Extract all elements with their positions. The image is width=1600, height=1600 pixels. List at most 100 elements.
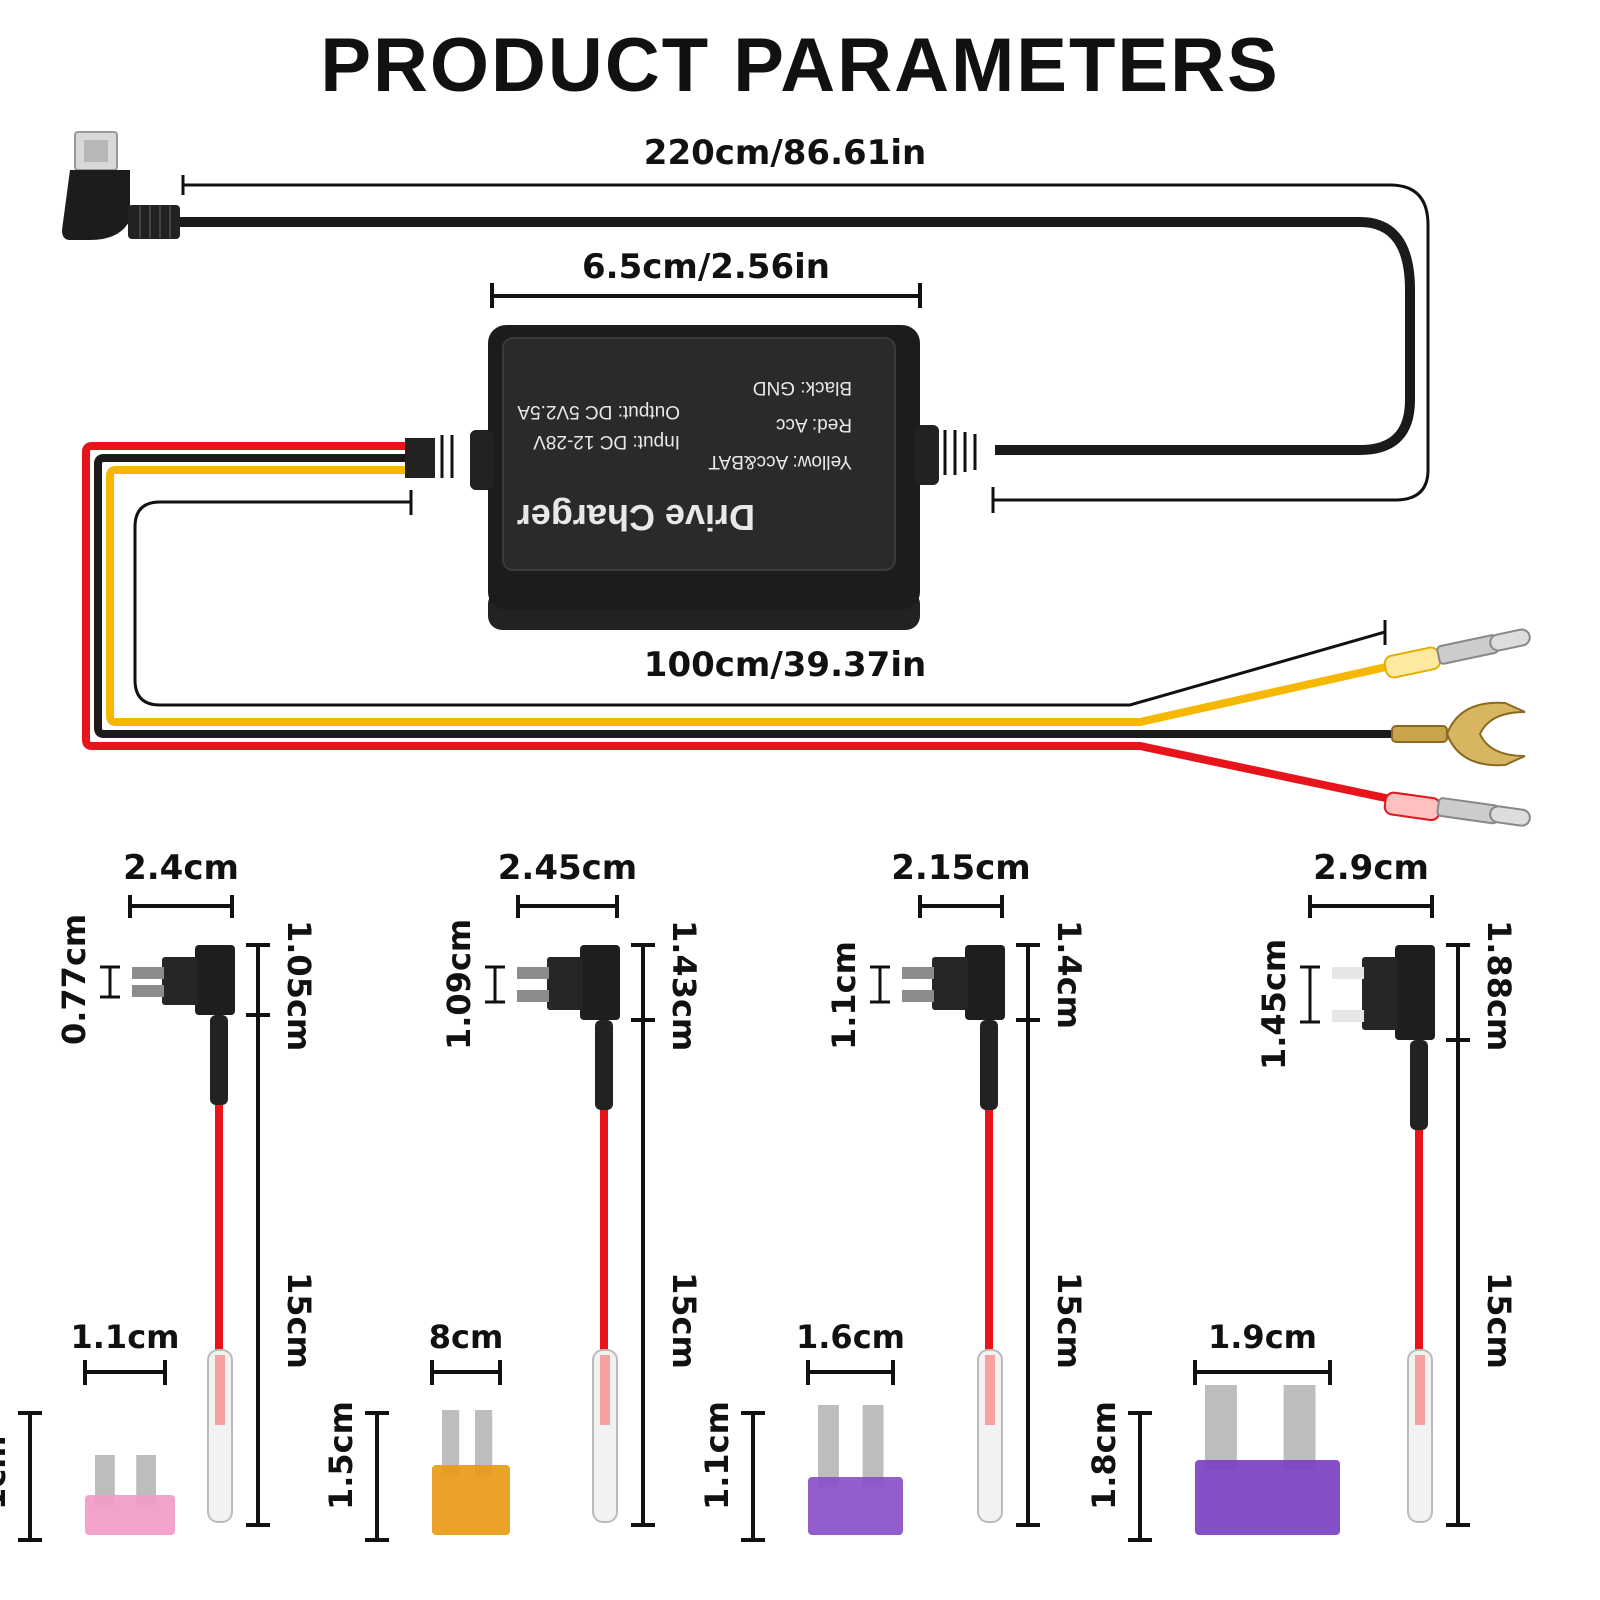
fuse-width-bracket	[1193, 1360, 1332, 1385]
blade-spacing-label: 1.45cm	[1255, 938, 1293, 1070]
fuse-body	[85, 1495, 175, 1535]
charger-label-red: Red: Acc	[776, 414, 852, 435]
tap-height-label: 1.43cm	[665, 920, 703, 1052]
tap-terminal	[1407, 1349, 1433, 1523]
fuse-blade	[136, 1455, 156, 1505]
tap-blade	[902, 990, 934, 1002]
tap-height-bracket	[1016, 943, 1040, 1527]
tap-terminal	[207, 1349, 233, 1523]
tap-height-label: 1.88cm	[1480, 920, 1518, 1052]
tap-body	[965, 945, 1005, 1020]
wire-length-label: 15cm	[1480, 1272, 1518, 1369]
bullet-terminal-red	[1383, 791, 1531, 827]
charger-label-output: Output: DC 5V2.5A	[517, 401, 680, 422]
heat-shrink	[980, 1020, 998, 1110]
tap-height-label: 1.05cm	[280, 920, 318, 1052]
red-wire	[82, 442, 1396, 804]
wire-length-label: 15cm	[280, 1272, 318, 1369]
tap-blade	[132, 967, 164, 979]
fuse-height-bracket	[18, 1411, 42, 1542]
fuse-height-label: 1cm	[0, 1435, 13, 1510]
box-width-bracket	[490, 283, 922, 308]
fuse-blade	[95, 1455, 115, 1505]
box-width-label: 6.5cm/2.56in	[582, 247, 830, 287]
fork-terminal-black	[1391, 701, 1526, 767]
fuse-blade	[442, 1410, 460, 1475]
fuse-width-label: 1.1cm	[70, 1318, 180, 1356]
tap-width-label: 2.9cm	[1313, 848, 1429, 888]
tap-width-bracket	[918, 895, 1004, 918]
tap-width-label: 2.15cm	[891, 848, 1031, 888]
cable-length-label: 220cm/86.61in	[643, 133, 927, 173]
tap-terminal	[977, 1349, 1003, 1523]
tap-blade	[1332, 1010, 1364, 1022]
fuse-body	[432, 1465, 510, 1535]
tap-blade	[517, 990, 549, 1002]
fuse-width-label: 8cm	[428, 1318, 504, 1356]
harness-length-label: 100cm/39.37in	[643, 645, 927, 685]
charger-name: Drive Charger	[517, 497, 755, 538]
fuse-width-label: 1.6cm	[796, 1318, 905, 1356]
blade-spacing-bracket	[485, 965, 505, 1004]
black-wire	[94, 454, 1395, 738]
tap-width-bracket	[516, 895, 619, 918]
micro-usb-connector	[62, 131, 180, 240]
heat-shrink	[210, 1015, 228, 1105]
tap-body	[580, 945, 620, 1020]
tap-body	[195, 945, 235, 1015]
tap-width-bracket	[1308, 895, 1434, 918]
fuse-blade	[818, 1405, 839, 1487]
blade-spacing-label: 1.09cm	[440, 918, 478, 1050]
blade-spacing-bracket	[100, 965, 120, 999]
blade-spacing-label: 0.77cm	[55, 913, 93, 1045]
fuse-width-label: 1.9cm	[1208, 1318, 1317, 1356]
tap-width-bracket	[128, 895, 234, 918]
tap-blade	[517, 967, 549, 979]
fuse-blade	[1283, 1385, 1316, 1470]
fuse-tap-4	[1128, 895, 1470, 1542]
fuse-body	[808, 1477, 903, 1535]
yellow-wire	[106, 466, 1396, 726]
tap-width-label: 2.45cm	[497, 848, 638, 888]
tap-height-bracket	[246, 943, 270, 1527]
wire-length-label: 15cm	[665, 1272, 703, 1369]
fuse-width-bracket	[83, 1360, 167, 1385]
usb-cable	[180, 217, 1415, 455]
blade-spacing-label: 1.1cm	[825, 941, 863, 1050]
fuse-height-bracket	[1128, 1411, 1152, 1542]
bullet-terminal-yellow	[1383, 628, 1531, 679]
fuse-height-bracket	[741, 1411, 765, 1542]
tap-height-bracket	[631, 943, 655, 1527]
fuse-blade	[1205, 1385, 1237, 1470]
fuse-height-label: 1.1cm	[698, 1401, 736, 1510]
fuse-blade	[862, 1405, 884, 1487]
fuse-tap-3	[741, 895, 1040, 1542]
tap-body	[1395, 945, 1435, 1040]
charger-label-input: Input: DC 12-28V	[533, 431, 680, 452]
fuse-tap-2	[365, 895, 655, 1542]
blade-spacing-bracket	[870, 965, 890, 1004]
page-title: PRODUCT PARAMETERS	[320, 23, 1280, 108]
tap-terminal	[592, 1349, 618, 1523]
fuse-height-bracket	[365, 1411, 389, 1542]
cable-length-bracket	[181, 175, 1430, 513]
charger-label-yellow: Yellow: Acc&BAT	[708, 451, 852, 472]
heat-shrink	[1410, 1040, 1428, 1130]
fuse-height-label: 1.5cm	[322, 1401, 360, 1510]
fuse-width-bracket	[430, 1360, 502, 1385]
tap-blade	[1332, 967, 1364, 979]
heat-shrink	[595, 1020, 613, 1110]
tap-height-bracket	[1446, 943, 1470, 1527]
tap-blade	[902, 967, 934, 979]
charger-label-black: Black: GND	[753, 377, 852, 398]
blade-spacing-bracket	[1300, 965, 1320, 1024]
fuse-tap-1	[18, 895, 270, 1542]
harness-length-bracket	[133, 490, 1387, 707]
tap-height-label: 1.4cm	[1050, 920, 1088, 1029]
tap-width-label: 2.4cm	[123, 848, 239, 888]
fuse-height-label: 1.8cm	[1085, 1401, 1123, 1510]
charger-box: Drive Charger Yellow: Acc&BAT Red: Acc B…	[430, 325, 977, 630]
tap-blade	[132, 985, 164, 997]
